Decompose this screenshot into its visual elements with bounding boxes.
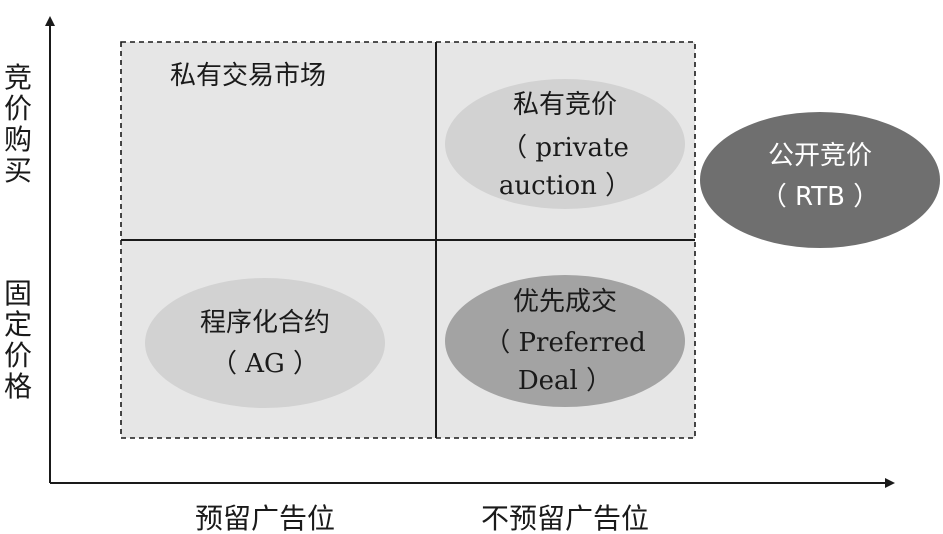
y-axis-lower-label-char-2: 定 [4, 308, 32, 341]
y-axis-lower-label-char-1: 固 [4, 277, 32, 310]
rtb-title: 公开竞价 [768, 141, 872, 171]
quadrant-border [120, 41, 696, 439]
private-market-label: 私有交易市场 [170, 61, 326, 91]
y-axis-upper-label-char-1: 竞 [4, 61, 32, 94]
y-axis-upper-label-char-4: 买 [4, 154, 32, 187]
programmatic-guaranteed-ellipse [145, 278, 385, 408]
private-auction-subtitle-2: auction ） [499, 171, 631, 201]
preferred-deal-subtitle-1: （ Preferred [484, 328, 645, 358]
preferred-deal-title: 优先成交 [513, 287, 617, 317]
y-axis-upper-label-char-3: 购 [4, 123, 32, 156]
rtb-subtitle: （ RTB ） [761, 182, 879, 212]
private-auction-subtitle-1: （ private [501, 133, 629, 163]
private-auction-title: 私有竞价 [513, 90, 617, 120]
preferred-deal-ellipse [445, 275, 685, 407]
preferred-deal-subtitle-2: Deal ） [518, 366, 612, 396]
programmatic-guaranteed-subtitle: （ AG ） [211, 349, 319, 379]
y-axis-upper-label-char-2: 价 [4, 92, 32, 125]
y-axis-lower-label-char-3: 价 [4, 339, 32, 372]
x-axis-right-label: 不预留广告位 [481, 502, 649, 534]
private-auction-ellipse [445, 79, 685, 209]
x-axis-left-label: 预留广告位 [195, 502, 335, 534]
programmatic-guaranteed-title: 程序化合约 [200, 308, 330, 338]
y-axis-lower-label-char-4: 格 [4, 370, 32, 403]
rtb-ellipse [700, 112, 940, 248]
